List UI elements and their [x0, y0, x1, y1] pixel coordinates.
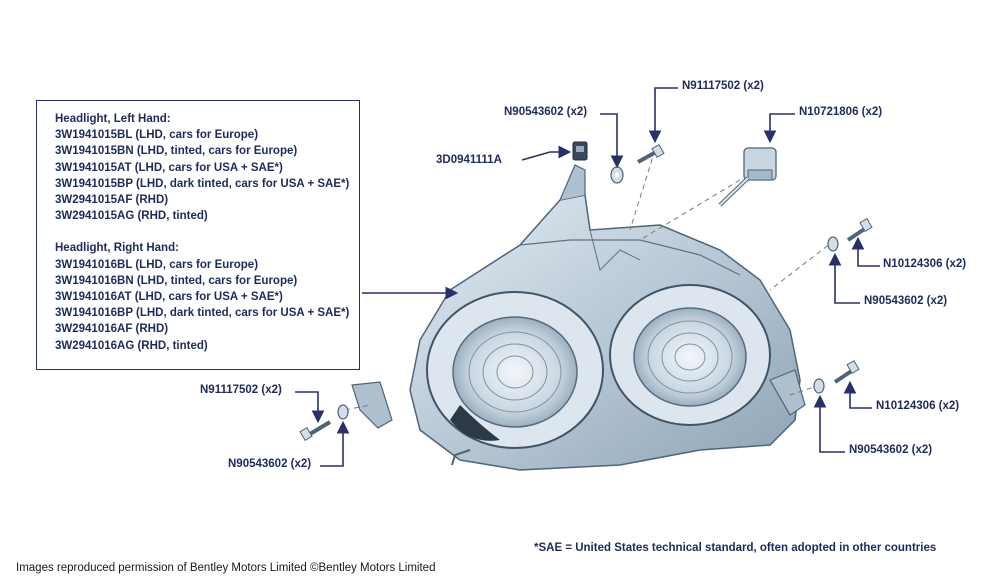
washer-icon — [827, 236, 839, 252]
callout-top-washer: N90543602 (x2) — [504, 106, 588, 118]
washer-icon — [813, 378, 825, 394]
callout-left-washer: N90543602 (x2) — [228, 458, 312, 470]
left-hand-item: 3W1941015BP (LHD, dark tinted, cars for … — [55, 177, 350, 190]
left-hand-heading: Headlight, Left Hand: — [55, 113, 171, 125]
bulb-icon — [718, 147, 777, 207]
left-hand-item: 3W1941015BN (LHD, tinted, cars for Europ… — [55, 145, 298, 158]
right-hand-item: 3W2941016AG (RHD, tinted) — [55, 339, 208, 352]
part-number-list: Headlight, Left Hand: 3W1941015BL (LHD, … — [36, 100, 360, 370]
left-hand-item: 3W2941015AG (RHD, tinted) — [55, 210, 208, 223]
copyright-notice: Images reproduced permission of Bentley … — [16, 562, 436, 574]
callout-left-screw: N91117502 (x2) — [200, 384, 282, 396]
right-hand-item: 3W1941016AT (LHD, cars for USA + SAE*) — [55, 291, 283, 304]
right-hand-heading: Headlight, Right Hand: — [55, 242, 179, 255]
screw-icon — [846, 217, 873, 242]
screw-icon — [833, 359, 860, 384]
callout-right-washer-lower: N90543602 (x2) — [849, 444, 933, 456]
screw-icon — [299, 420, 332, 442]
washer-icon — [337, 404, 349, 420]
arrow-icon — [295, 87, 880, 467]
callout-right-screw-lower: N10124306 (x2) — [876, 400, 960, 412]
screw-icon — [637, 143, 665, 164]
right-hand-item: 3W1941016BP (LHD, dark tinted, cars for … — [55, 307, 350, 320]
right-hand-item: 3W1941016BL (LHD, cars for Europe) — [55, 258, 259, 271]
callout-right-screw-upper: N10124306 (x2) — [883, 258, 967, 270]
callout-right-washer-upper: N90543602 (x2) — [864, 295, 948, 307]
callout-bulb: N10721806 (x2) — [799, 106, 883, 118]
clip-icon — [572, 141, 588, 161]
callout-top-screw: N91117502 (x2) — [682, 80, 764, 92]
right-hand-item: 3W2941016AF (RHD) — [55, 323, 169, 336]
left-hand-item: 3W1941015AT (LHD, cars for USA + SAE*) — [55, 161, 283, 174]
callout-clip: 3D0941111A — [436, 154, 502, 166]
washer-icon — [610, 166, 624, 184]
left-hand-item: 3W1941015BL (LHD, cars for Europe) — [55, 129, 259, 142]
right-hand-item: 3W1941016BN (LHD, tinted, cars for Europ… — [55, 274, 298, 287]
sae-footnote: *SAE = United States technical standard,… — [534, 542, 937, 554]
headlight-housing — [351, 164, 806, 471]
left-hand-item: 3W2941015AF (RHD) — [55, 194, 169, 207]
